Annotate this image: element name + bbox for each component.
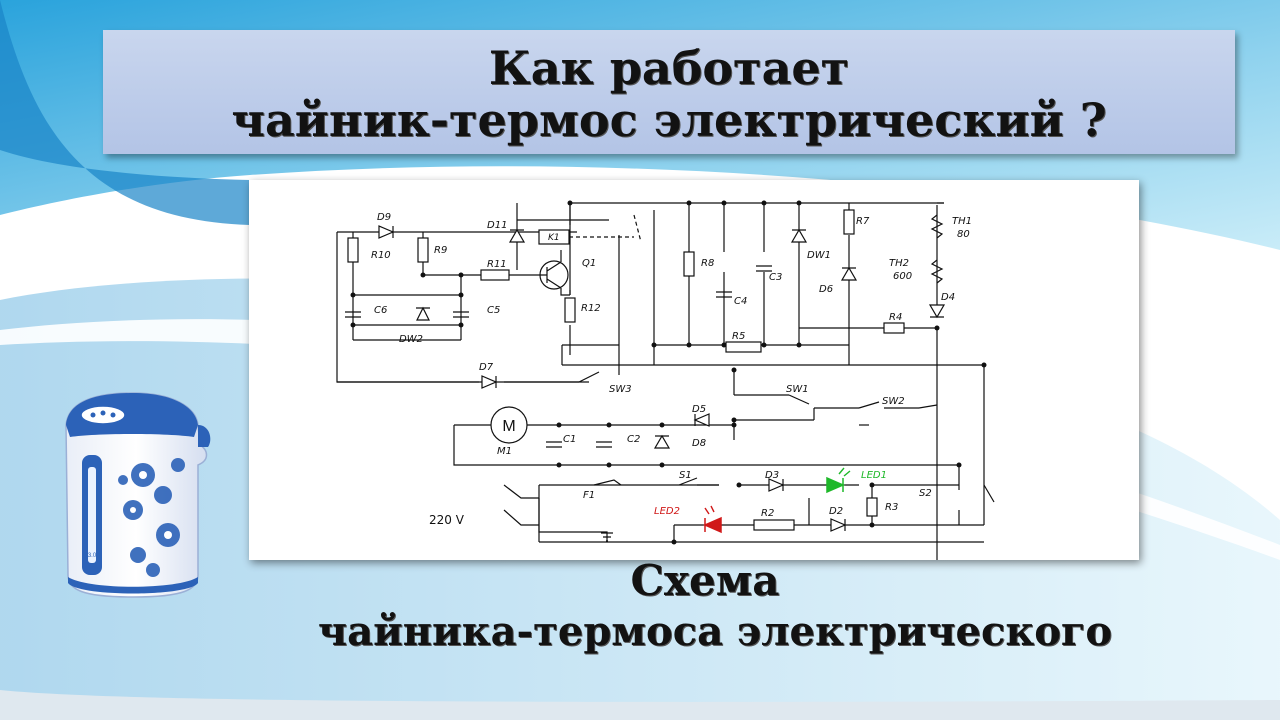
label-R9: R9 (434, 245, 447, 256)
diode-D9 (378, 225, 395, 239)
resistor-R12 (564, 297, 576, 323)
resistor-R2 (753, 519, 795, 531)
title-line-2: чайник-термос электрический ? (231, 93, 1107, 147)
diode-D6 (840, 266, 858, 281)
fuse-F1 (593, 479, 622, 486)
label-Q1: Q1 (582, 258, 596, 269)
ground-icon (601, 532, 613, 542)
schematic-panel: M D9 D11 K1 R7 TH1 80 R10 R9 R11 Q1 (249, 180, 1139, 560)
label-SW1: SW1 (786, 384, 809, 395)
zener-DW2 (416, 306, 430, 321)
label-R10: R10 (371, 250, 391, 261)
label-R11: R11 (487, 259, 507, 270)
capacitor-C5 (453, 311, 469, 318)
label-TH1: TH1 (952, 216, 972, 227)
caption: Схема чайника-термоса электрического (190, 556, 1240, 658)
diode-D2 (830, 518, 847, 532)
label-TH2-value: 600 (893, 271, 912, 282)
kettle-badge: 3.0 (88, 553, 97, 559)
label-S2: S2 (919, 488, 932, 499)
resistor-R9 (417, 237, 429, 263)
resistor-R7 (843, 209, 855, 235)
label-D11: D11 (487, 220, 507, 231)
thermistor-TH1 (930, 214, 944, 239)
switch-SW3 (578, 371, 600, 383)
label-D9: D9 (377, 212, 391, 223)
label-voltage: 220 V (429, 513, 465, 527)
diode-D4 (928, 304, 946, 319)
resistor-R3 (866, 497, 878, 517)
label-D5: D5 (692, 404, 706, 415)
label-R3: R3 (885, 502, 898, 513)
label-C4: C4 (734, 296, 747, 307)
caption-line-2: чайника-термоса электрического (317, 608, 1113, 655)
label-C2: C2 (627, 434, 640, 445)
label-S1: S1 (679, 470, 692, 481)
label-TH1-value: 80 (957, 229, 970, 240)
motor-symbol-label: M (502, 418, 515, 435)
label-C1: C1 (563, 434, 576, 445)
led2-red (703, 516, 722, 534)
label-D3: D3 (765, 470, 779, 481)
resistor-R4 (883, 322, 905, 334)
diode-D11 (508, 228, 526, 243)
label-D4: D4 (941, 292, 955, 303)
circuit-diagram: M D9 D11 K1 R7 TH1 80 R10 R9 R11 Q1 (336, 200, 995, 560)
resistor-R11 (480, 269, 510, 281)
diode-D3 (768, 478, 785, 492)
label-M1: M1 (497, 446, 512, 457)
thermopot-image: 3.0 (65, 392, 211, 598)
label-DW1: DW1 (807, 250, 831, 261)
caption-line-1: Схема (630, 556, 780, 605)
led1-green (826, 476, 845, 494)
diode-D5 (693, 413, 710, 427)
label-C3: C3 (769, 272, 782, 283)
label-SW2: SW2 (882, 396, 905, 407)
title-banner: Как работает чайник-термос электрический… (103, 30, 1235, 154)
diode-D7 (481, 375, 498, 389)
label-D6: D6 (819, 284, 833, 295)
capacitor-C3 (756, 265, 772, 272)
label-TH2: TH2 (889, 258, 909, 269)
resistor-R5 (725, 341, 762, 353)
resistor-R10 (347, 237, 359, 263)
capacitor-C4 (716, 291, 732, 298)
label-C6: C6 (374, 305, 387, 316)
diode-D8 (653, 434, 671, 449)
led1-rays-icon (838, 467, 851, 477)
label-D7: D7 (479, 362, 494, 373)
label-SW3: SW3 (609, 384, 632, 395)
switch-S1 (678, 477, 719, 486)
capacitor-C2 (596, 441, 612, 448)
label-F1: F1 (583, 490, 595, 501)
label-LED2: LED2 (654, 506, 680, 517)
motor-M1: M (490, 406, 528, 444)
title-line-1: Как работает (488, 41, 850, 95)
label-R7: R7 (856, 216, 870, 227)
led2-rays-icon (704, 505, 715, 515)
label-LED1: LED1 (861, 470, 887, 481)
label-K1: K1 (548, 233, 560, 243)
switch-SW1 (788, 394, 810, 405)
relay-contact (569, 214, 642, 243)
capacitor-C1 (546, 441, 562, 448)
switch-S2 (983, 484, 995, 503)
resistor-R8 (683, 251, 695, 277)
label-R8: R8 (701, 258, 714, 269)
label-DW2: DW2 (399, 334, 423, 345)
label-D2: D2 (829, 506, 843, 517)
transistor-Q1 (534, 250, 570, 296)
label-R12: R12 (581, 303, 601, 314)
label-R5: R5 (732, 331, 745, 342)
switch-SW2 (858, 401, 880, 409)
label-D8: D8 (692, 438, 706, 449)
label-C5: C5 (487, 305, 500, 316)
capacitor-C6 (345, 311, 361, 318)
zener-DW1 (790, 228, 808, 243)
label-R2: R2 (761, 508, 774, 519)
label-R4: R4 (889, 312, 902, 323)
thermistor-TH2 (930, 259, 944, 284)
